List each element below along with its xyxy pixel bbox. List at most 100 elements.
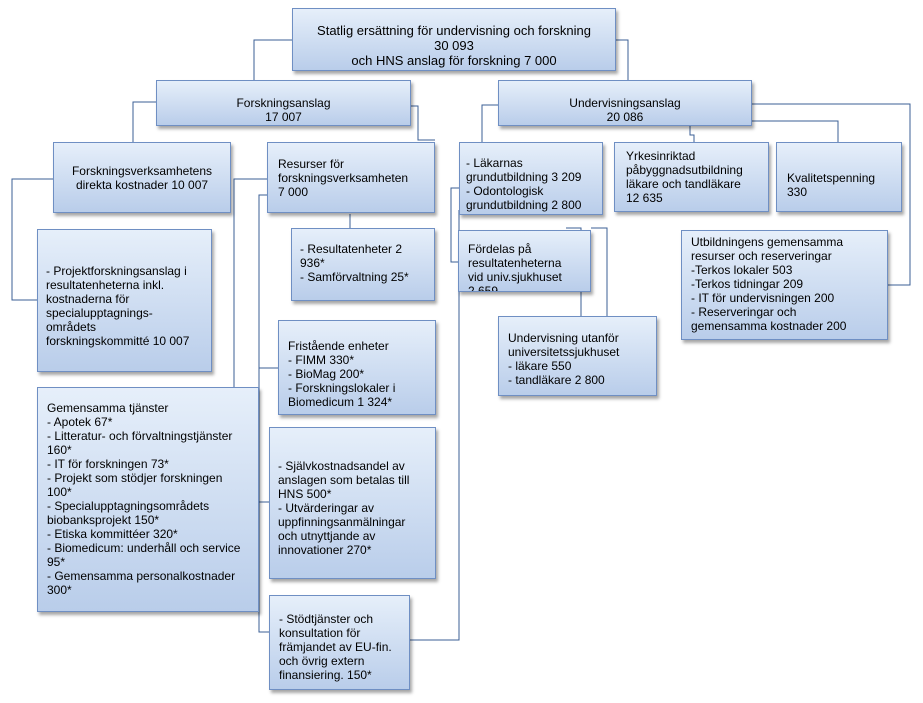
- resurser-line: forskningsverksamheten: [278, 171, 409, 185]
- utbild-line: Utbildningens gemensamma: [691, 235, 844, 249]
- projekt-line: - Projektforskningsanslag i: [46, 264, 187, 278]
- resultat-line: 936*: [300, 256, 325, 270]
- resultat-line: - Samförvaltning 25*: [300, 270, 409, 284]
- lakarnas-box: - Läkarnas grundutbildning 3 209 - Odont…: [459, 142, 603, 215]
- undervisningsanslag-box: Undervisningsanslag 20 086: [498, 80, 752, 126]
- gemensamma-line: 300*: [47, 583, 72, 597]
- resurser-line: Resurser för: [278, 157, 345, 171]
- fristaende-line: - FIMM 330*: [288, 353, 355, 367]
- gemensamma-line: - Gemensamma personalkostnader: [47, 569, 236, 583]
- utbildningens-box: Utbildningens gemensamma resurser och re…: [681, 230, 888, 340]
- utanfor-line: - läkare 550: [508, 359, 572, 373]
- sjalv-line: HNS 500*: [278, 487, 332, 501]
- gemensamma-line: - Biomedicum: underhåll och service: [47, 541, 241, 555]
- kvalitetspenning-box: Kvalitetspenning 330: [776, 142, 902, 212]
- utbild-line: - IT för undervisningen 200: [691, 291, 835, 305]
- connector: [752, 103, 911, 286]
- gemensamma-line: - IT för forskningen 73*: [47, 457, 169, 471]
- fordelas-box: Fördelas på resultatenheterna vid univ.s…: [458, 230, 591, 292]
- stod-line: konsultation för: [279, 626, 361, 640]
- stodtjanster-box: - Stödtjänster och konsultation för främ…: [269, 595, 410, 690]
- utbild-line: - Reserveringar och: [691, 305, 797, 319]
- resurser-box: Resurser för forskningsverksamheten 7 00…: [267, 142, 435, 213]
- resultat-line: - Resultatenheter 2: [300, 242, 403, 256]
- utbild-line: -Terkos lokaler 503: [691, 263, 793, 277]
- utbild-line: gemensamma kostnader 200: [691, 319, 847, 333]
- connector: [591, 227, 608, 316]
- gemensamma-line: 95*: [47, 555, 66, 569]
- connector: [744, 120, 839, 142]
- gemensamma-line: - Specialupptagningsområdets: [47, 499, 210, 513]
- gemensamma-tjanster-box: Gemensamma tjänster - Apotek 67* - Litte…: [37, 387, 259, 612]
- sjalvkostnadsandel-box: - Självkostnadsandel av anslagen som bet…: [269, 427, 436, 579]
- yrkes-line: Yrkesinriktad: [626, 149, 696, 163]
- stod-line: finansiering. 150*: [279, 668, 372, 682]
- connector: [410, 210, 460, 641]
- direkta-kostnader-box: Forskningsverksamhetens direkta kostnade…: [53, 142, 231, 213]
- gemensamma-line: - Apotek 67*: [47, 415, 113, 429]
- kvalitet-line: Kvalitetspenning: [787, 171, 876, 185]
- undervisning-utanfor-box: Undervisning utanför universitetssjukhus…: [498, 316, 657, 396]
- fristaende-line: - Forskningslokaler i: [288, 381, 396, 395]
- gemensamma-line: - Projekt som stödjer forskningen: [47, 471, 223, 485]
- undervisningsanslag-amount: 20 086: [606, 110, 644, 124]
- resurser-line: 7 000: [278, 185, 309, 199]
- fristaende-line: Biomedicum 1 324*: [288, 395, 393, 409]
- gemensamma-line: biobanksprojekt 150*: [47, 513, 160, 527]
- root-amount: 30 093: [434, 38, 474, 53]
- lakarnas-line: grundutbildning 3 209: [466, 170, 582, 184]
- forskningsanslag-box: Forskningsanslag 17 007: [156, 80, 411, 126]
- projekt-line: forskningskommitté 10 007: [46, 334, 190, 348]
- root-title: Statlig ersättning för undervisning och …: [317, 23, 591, 38]
- yrkesinriktad-box: Yrkesinriktad påbyggnadsutbildning läkar…: [614, 142, 769, 212]
- gemensamma-line: 100*: [47, 485, 72, 499]
- fordelas-line: Fördelas på: [468, 242, 532, 256]
- sjalv-line: och utnyttjande av: [278, 529, 376, 543]
- projekt-line: specialupptagnings-: [46, 306, 153, 320]
- projekt-line: områdets: [46, 320, 97, 334]
- connector: [258, 194, 269, 633]
- connector: [132, 101, 156, 142]
- projekt-line: resultatenheterna inkl.: [46, 278, 165, 292]
- sjalv-line: - Utvärderingar av: [278, 501, 375, 515]
- utanfor-line: Undervisning utanför: [508, 331, 619, 345]
- fordelas-line: vid univ.sjukhuset: [468, 270, 562, 284]
- connector: [616, 39, 629, 80]
- resultatenheter-box: - Resultatenheter 2 936* - Samförvaltnin…: [291, 228, 435, 301]
- utbild-line: -Terkos tidningar 209: [691, 277, 804, 291]
- projektforskning-box: - Projektforskningsanslag i resultatenhe…: [37, 229, 212, 372]
- forskningsanslag-amount: 17 007: [265, 110, 302, 124]
- gemensamma-line: 160*: [47, 443, 72, 457]
- kvalitet-line: 330: [787, 185, 808, 199]
- fordelas-line: resultatenheterna: [468, 256, 562, 270]
- lakarnas-line: - Läkarnas: [466, 156, 523, 170]
- yrkes-line: påbyggnadsutbildning: [626, 163, 743, 177]
- connector: [689, 126, 695, 142]
- fristaende-line: Fristående enheter: [288, 339, 389, 353]
- gemensamma-line: - Litteratur- och förvaltningstjänster: [47, 429, 233, 443]
- stod-line: främjandet av EU-fin.: [279, 640, 392, 654]
- gemensamma-line: - Etiska kommittéer 320*: [47, 527, 178, 541]
- forskningsanslag-title: Forskningsanslag: [236, 96, 331, 110]
- utanfor-line: universitetssjukhuset: [508, 345, 620, 359]
- connector: [450, 187, 459, 263]
- root-box: Statlig ersättning för undervisning och …: [292, 8, 616, 71]
- utbild-line: resurser och reserveringar: [691, 249, 832, 263]
- yrkes-line: läkare och tandläkare: [626, 177, 741, 191]
- lakarnas-line: grundutbildning 2 800: [466, 198, 582, 212]
- connector: [411, 105, 435, 141]
- fristaende-box: Fristående enheter - FIMM 330* - BioMag …: [278, 320, 436, 415]
- fordelas-line: 2 659: [468, 284, 499, 292]
- yrkes-line: 12 635: [626, 191, 663, 205]
- gemensamma-line: Gemensamma tjänster: [47, 401, 169, 415]
- root-hns: och HNS anslag för forskning 7 000: [351, 53, 557, 68]
- direkta-line: Forskningsverksamhetens: [71, 164, 213, 178]
- projekt-line: kostnaderna för: [46, 292, 130, 306]
- sjalv-line: uppfinningsanmälningar: [278, 515, 406, 529]
- fristaende-line: - BioMag 200*: [288, 367, 365, 381]
- sjalv-line: anslagen som betalas till: [278, 473, 410, 487]
- stod-line: - Stödtjänster och: [279, 612, 374, 626]
- utanfor-line: - tandläkare 2 800: [508, 373, 605, 387]
- lakarnas-line: - Odontologisk: [466, 184, 544, 198]
